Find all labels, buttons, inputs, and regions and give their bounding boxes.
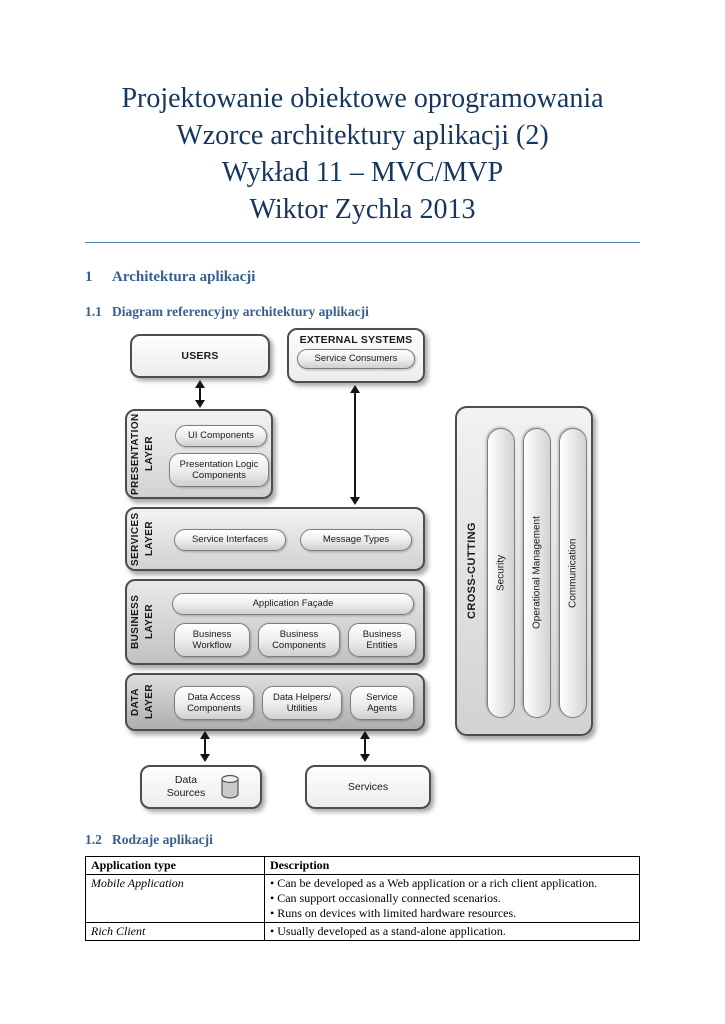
title-line-2: Wzorce architektury aplikacji (2) (176, 120, 549, 151)
service-consumers-pill: Service Consumers (297, 349, 415, 369)
external-systems-label: EXTERNAL SYSTEMS (299, 334, 413, 346)
presentation-logic-pill: Presentation Logic Components (169, 453, 269, 487)
heading-number: 1.1 (85, 304, 102, 319)
services-box: Services (305, 765, 431, 809)
heading-rodzaje-aplikacji: 1.2 Rodzaje aplikacji (85, 832, 640, 848)
title-line-1: Projektowanie obiektowe oprogramowania (121, 83, 604, 114)
business-components-pill: Business Components (258, 623, 340, 657)
arrow-users-presentation (195, 380, 205, 408)
service-agents-pill: Service Agents (350, 686, 414, 720)
business-entities-pill: Business Entities (348, 623, 416, 657)
business-layer-label: BUSINESS LAYER (130, 594, 155, 650)
description-bullet: • Can be developed as a Web application … (270, 876, 598, 890)
message-types-pill: Message Types (300, 529, 412, 551)
cell-application-type: Rich Client (85, 922, 265, 941)
architecture-diagram: USERS EXTERNAL SYSTEMS Service Consumers… (85, 326, 640, 824)
arrow-data-datasources (200, 731, 210, 762)
arrow-data-services (360, 731, 370, 762)
title-line-4: Wiktor Zychla 2013 (249, 194, 476, 225)
heading-number: 1 (85, 269, 93, 285)
data-sources-box: Data Sources (140, 765, 262, 809)
title-line-3: Wykład 11 – MVC/MVP (221, 157, 504, 188)
header-application-type: Application type (85, 856, 265, 875)
services-layer: SERVICES LAYER Service Interfaces Messag… (125, 507, 425, 571)
services-label: Services (347, 781, 389, 793)
table-header-row: Application type Description (85, 856, 640, 875)
business-workflow-pill: Business Workflow (174, 623, 250, 657)
service-interfaces-pill: Service Interfaces (174, 529, 286, 551)
security-pill: Security (487, 428, 515, 718)
heading-diagram-referencyjny: 1.1 Diagram referencyjny architektury apl… (85, 304, 640, 320)
table-row-mobile-application: Mobile Application • Can be developed as… (85, 874, 640, 923)
heading-label: Rodzaje aplikacji (112, 832, 213, 847)
presentation-layer: PRESENTATION LAYER UI Components Present… (125, 409, 273, 499)
cross-cutting-label: CROSS-CUTTING (466, 522, 478, 620)
cross-cutting-box: CROSS-CUTTING Security Operational Manag… (455, 406, 593, 736)
ui-components-pill: UI Components (175, 425, 267, 447)
database-icon (221, 774, 239, 799)
business-layer: BUSINESS LAYER Application Façade Busine… (125, 579, 425, 665)
heading-label: Diagram referencyjny architektury aplika… (112, 304, 369, 319)
external-systems-box: EXTERNAL SYSTEMS Service Consumers (287, 328, 425, 383)
description-bullet: • Usually developed as a stand-alone app… (270, 924, 506, 938)
communication-pill: Communication (559, 428, 587, 718)
applications-table: Application type Description Mobile Appl… (85, 856, 640, 941)
services-layer-label: SERVICES LAYER (130, 512, 155, 566)
document-title: Projektowanie obiektowe oprogramowania W… (85, 80, 640, 243)
data-layer-label: DATA LAYER (130, 684, 155, 720)
cell-application-type: Mobile Application (85, 874, 265, 923)
cell-description: • Usually developed as a stand-alone app… (264, 922, 640, 941)
table-row-rich-client: Rich Client • Usually developed as a sta… (85, 922, 640, 941)
description-bullet: • Runs on devices with limited hardware … (270, 906, 517, 920)
operational-management-pill: Operational Management (523, 428, 551, 718)
application-facade-pill: Application Façade (172, 593, 414, 615)
users-box: USERS (130, 334, 270, 378)
page-content: Projektowanie obiektowe oprogramowania W… (85, 0, 640, 941)
users-label: USERS (181, 350, 219, 362)
presentation-layer-label: PRESENTATION LAYER (130, 413, 155, 495)
heading-architektura-aplikacji: 1 Architektura aplikacji (85, 269, 640, 286)
data-layer: DATA LAYER Data Access Components Data H… (125, 673, 425, 731)
data-helpers-pill: Data Helpers/ Utilities (262, 686, 342, 720)
description-bullet: • Can support occasionally connected sce… (270, 891, 501, 905)
heading-label: Architektura aplikacji (112, 269, 256, 285)
data-access-pill: Data Access Components (174, 686, 254, 720)
heading-number: 1.2 (85, 832, 102, 847)
header-description: Description (264, 856, 640, 875)
cell-description: • Can be developed as a Web application … (264, 874, 640, 923)
arrow-external-services (350, 385, 360, 505)
data-sources-label: Data Sources (166, 774, 206, 799)
